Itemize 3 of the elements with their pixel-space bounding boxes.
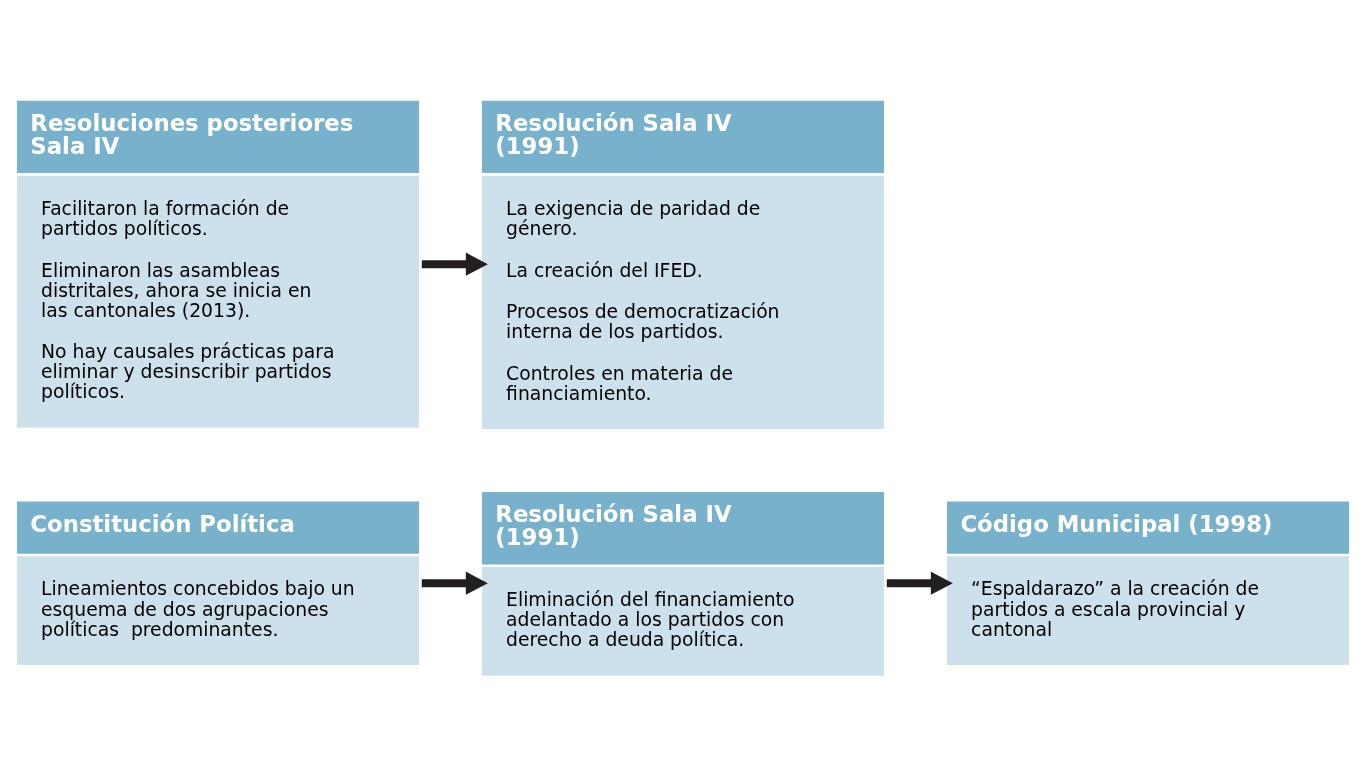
arrow bbox=[421, 571, 488, 595]
arrow bbox=[421, 252, 488, 276]
arrow bbox=[886, 571, 953, 595]
